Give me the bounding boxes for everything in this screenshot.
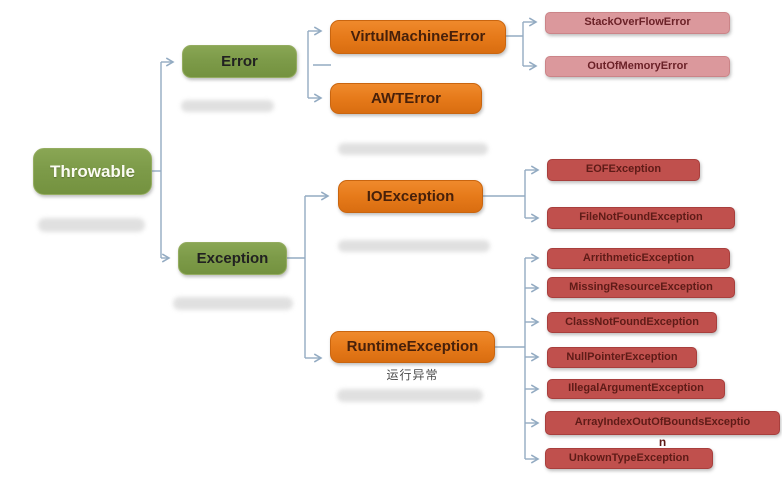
leaf-class-not-found-exception: ClassNotFoundException [547,312,717,333]
leaf-arrithmetic-exception: ArrithmeticException [547,248,730,269]
node-runtime-exception: RuntimeException [330,331,495,363]
node-awt-error: AWTError [330,83,482,114]
leaf-eof-exception: EOFException [547,159,700,181]
leaf-file-not-found-exception: FileNotFoundException [547,207,735,229]
leaf-unkown-type-exception: UnkownTypeException [545,448,713,469]
leaf-stack-overflow-error: StackOverFlowError [545,12,730,34]
node-exception: Exception [178,242,287,275]
node-io-exception: IOException [338,180,483,213]
redacted-bar-below-awt-error [338,143,488,155]
redacted-bar-below-io-exception [338,240,490,252]
leaf-out-of-memory-error: OutOfMemoryError [545,56,730,77]
leaf-array-index-out-of-bounds-exception: ArrayIndexOutOfBoundsExceptio [545,411,780,435]
node-virtual-machine-error: VirtulMachineError [330,20,506,54]
runtime-exception-caption: 运行异常 [386,368,439,382]
leaf-array-index-overflow-char: n [658,435,667,449]
leaf-illegal-argument-exception: IllegalArgumentException [547,379,725,399]
redacted-bar-below-runtime-caption [337,389,483,402]
redacted-bar-below-exception [173,297,293,310]
redacted-bar-below-throwable [38,218,145,232]
node-error: Error [182,45,297,78]
redacted-bar-below-error [181,100,274,112]
node-throwable: Throwable [33,148,152,195]
leaf-null-pointer-exception: NullPointerException [547,347,697,368]
leaf-missing-resource-exception: MissingResourceException [547,277,735,298]
